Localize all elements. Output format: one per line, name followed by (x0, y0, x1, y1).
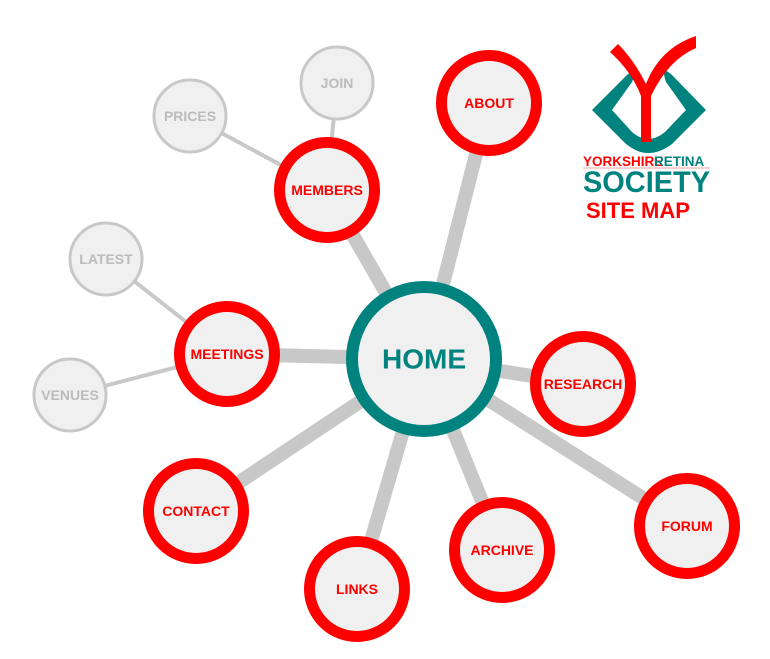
logo-eye-icon (592, 70, 706, 153)
node-research-label: RESEARCH (544, 376, 623, 392)
node-archive-label: ARCHIVE (470, 542, 533, 558)
node-prices-circle (152, 78, 228, 154)
logo-text-society: SOCIETY (583, 166, 710, 199)
node-links-label: LINKS (336, 581, 378, 597)
node-about-circle (436, 50, 542, 156)
node-join[interactable]: JOIN (299, 45, 375, 121)
node-join-circle (299, 45, 375, 121)
node-about[interactable]: ABOUT (436, 50, 542, 156)
node-venues-label: VENUES (41, 387, 99, 403)
logo-y-icon (610, 36, 696, 142)
node-home[interactable]: HOME (346, 281, 502, 437)
node-contact[interactable]: CONTACT (143, 458, 249, 564)
node-meetings[interactable]: MEETINGS (174, 301, 280, 407)
node-contact-label: CONTACT (162, 503, 230, 519)
node-home-circle (346, 281, 502, 437)
node-home-label: HOME (382, 344, 466, 375)
node-links-circle (304, 536, 410, 642)
node-archive[interactable]: ARCHIVE (449, 497, 555, 603)
node-about-label: ABOUT (464, 95, 514, 111)
node-latest-circle (68, 221, 144, 297)
node-members-label: MEMBERS (291, 182, 363, 198)
site-map-title: SITE MAP (586, 198, 690, 223)
node-join-label: JOIN (321, 75, 354, 91)
node-latest[interactable]: LATEST (68, 221, 144, 297)
node-prices-label: PRICES (164, 108, 216, 124)
node-forum-label: FORUM (661, 518, 712, 534)
node-research[interactable]: RESEARCH (530, 331, 636, 437)
node-members-circle (274, 137, 380, 243)
logo: YORKSHIRE RETINA SOCIETY SITE MAP (583, 36, 710, 223)
node-latest-label: LATEST (79, 251, 133, 267)
node-meetings-label: MEETINGS (190, 346, 263, 362)
node-research-circle (530, 331, 636, 437)
node-prices[interactable]: PRICES (152, 78, 228, 154)
node-venues-circle (32, 357, 108, 433)
logo-text-retina: RETINA (654, 154, 705, 169)
node-venues[interactable]: VENUES (32, 357, 108, 433)
node-links[interactable]: LINKS (304, 536, 410, 642)
node-members[interactable]: MEMBERS (274, 137, 380, 243)
node-meetings-circle (174, 301, 280, 407)
node-forum[interactable]: FORUM (634, 473, 740, 579)
node-contact-circle (143, 458, 249, 564)
node-forum-circle (634, 473, 740, 579)
logo-text-yorkshire: YORKSHIRE (583, 154, 663, 169)
nodes: JOIN PRICES LATEST VENUES ABOUT MEMBERS MEETIN… (32, 45, 740, 642)
node-archive-circle (449, 497, 555, 603)
